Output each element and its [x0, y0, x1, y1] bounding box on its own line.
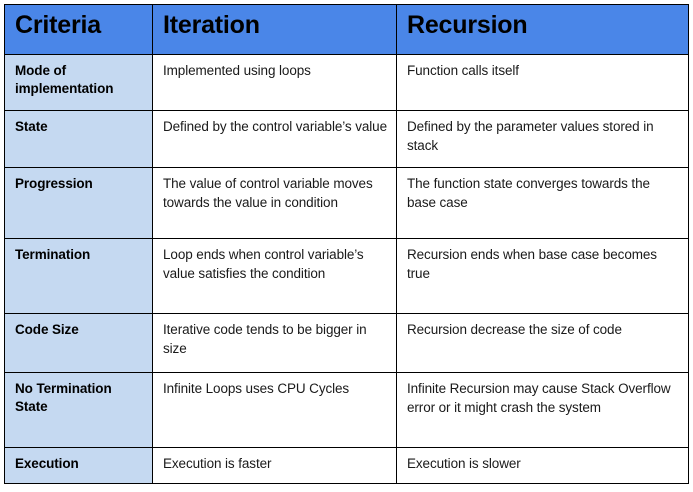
recursion-value: Infinite Recursion may cause Stack Overf…: [396, 372, 689, 448]
iteration-value: Implemented using loops: [152, 54, 397, 111]
criteria-label: Execution: [4, 447, 153, 484]
table-row: Execution Execution is faster Execution …: [4, 447, 689, 484]
column-header-iteration: Iteration: [152, 4, 397, 55]
table-row: Code Size Iterative code tends to be big…: [4, 313, 689, 373]
criteria-label: State: [4, 110, 153, 168]
recursion-value: Function calls itself: [396, 54, 689, 111]
iteration-value: Iterative code tends to be bigger in siz…: [152, 313, 397, 373]
iteration-value: The value of control variable moves towa…: [152, 167, 397, 239]
iteration-value: Execution is faster: [152, 447, 397, 484]
table-row: Mode of implementation Implemented using…: [4, 54, 689, 111]
iteration-value: Defined by the control variable’s value: [152, 110, 397, 168]
header-row: Criteria Iteration Recursion: [4, 4, 689, 55]
criteria-label: Termination: [4, 238, 153, 314]
table-header: Criteria Iteration Recursion: [4, 4, 689, 55]
recursion-value: Recursion decrease the size of code: [396, 313, 689, 373]
iteration-vs-recursion-table: Criteria Iteration Recursion Mode of imp…: [4, 4, 689, 484]
table-row: No Termination State Infinite Loops uses…: [4, 372, 689, 448]
recursion-value: Execution is slower: [396, 447, 689, 484]
criteria-label: Code Size: [4, 313, 153, 373]
iteration-value: Infinite Loops uses CPU Cycles: [152, 372, 397, 448]
table-row: Progression The value of control variabl…: [4, 167, 689, 239]
criteria-label: Mode of implementation: [4, 54, 153, 111]
column-header-criteria: Criteria: [4, 4, 153, 55]
table-body: Mode of implementation Implemented using…: [4, 54, 689, 484]
iteration-value: Loop ends when control variable’s value …: [152, 238, 397, 314]
recursion-value: Recursion ends when base case becomes tr…: [396, 238, 689, 314]
column-header-recursion: Recursion: [396, 4, 689, 55]
table-row: Termination Loop ends when control varia…: [4, 238, 689, 314]
recursion-value: The function state converges towards the…: [396, 167, 689, 239]
criteria-label: No Termination State: [4, 372, 153, 448]
criteria-label: Progression: [4, 167, 153, 239]
table-row: State Defined by the control variable’s …: [4, 110, 689, 168]
recursion-value: Defined by the parameter values stored i…: [396, 110, 689, 168]
